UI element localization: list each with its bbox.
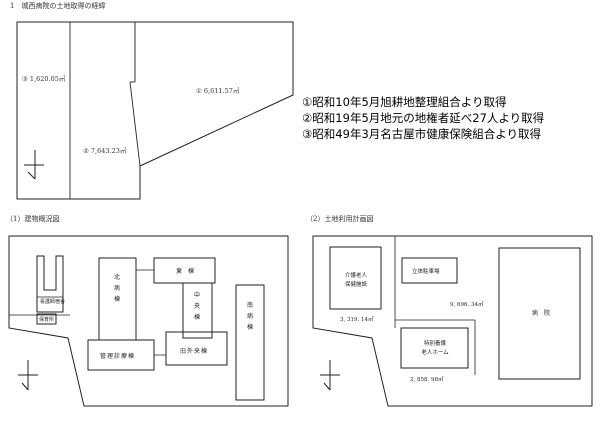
nurse-dorm-label: 看護師宿舎: [40, 299, 66, 305]
main-area: 9, 696. 34㎡: [450, 302, 484, 308]
legend-item-2: ②昭和19年5月地元の地権者延べ27人より取得: [302, 111, 545, 125]
east-wing-label: 東 棟: [176, 268, 195, 275]
care-facility-label-line1: 介護老人: [344, 273, 367, 279]
hospital-label: 病 院: [532, 310, 551, 317]
south-wing-label: 南病棟: [246, 302, 253, 331]
outpatient-label: 旧外来棟: [180, 348, 209, 355]
hospital-box: [498, 247, 581, 380]
nursing-home-label: 特別養護 老人ホーム: [418, 340, 452, 358]
nurse-dorm-shape: [36, 255, 64, 313]
nursing-home-area: 2, 858. 98㎡: [410, 377, 444, 383]
parcel-1-area: ① 6,611.57㎡: [196, 87, 240, 95]
north-mark-2: [18, 360, 38, 391]
building-overview-title: （1）建物概況図: [6, 215, 60, 223]
nursery-label: 保育所: [39, 317, 55, 323]
building-site-boundary: [8, 235, 289, 407]
nursing-home-label-line2: 老人ホーム: [421, 350, 449, 356]
care-facility-area: 3, 319. 14㎡: [340, 317, 374, 323]
north-mark: [24, 150, 44, 180]
acquisition-legend: ①昭和10年5月旭耕地整理組合より取得 ②昭和19年5月地元の地権者延べ27人よ…: [302, 94, 544, 142]
landuse-title: （2）土地利用計画図: [306, 215, 374, 223]
parking-label: 立体駐車場: [412, 269, 440, 275]
legend-item-1: ①昭和10年5月旭耕地整理組合より取得: [302, 95, 507, 109]
central-wing-box: [182, 282, 213, 339]
parking-box: [401, 257, 458, 284]
nursery-box: [36, 313, 57, 325]
section1-title: 1 城西病院の土地取得の経緯: [10, 2, 106, 10]
parcel-divider-mid: [129, 22, 141, 167]
parcel-3-area: ③ 1,620.05㎡: [22, 75, 66, 83]
legend-item-3: ③昭和49年3月名古屋市健康保険組合より取得: [302, 127, 542, 141]
care-facility-box: [329, 246, 382, 310]
nursing-home-box: [400, 327, 469, 369]
parcel-2-area: ② 7,643.23㎡: [83, 147, 127, 155]
north-wing-label: 北病棟: [113, 274, 120, 303]
south-wing-box: [235, 284, 265, 401]
care-facility-label: 介護老人 保健施設: [342, 272, 370, 290]
central-wing-label: 中央棟: [193, 292, 200, 321]
care-facility-label-line2: 保健施設: [344, 282, 367, 288]
nursing-home-label-line1: 特別養護: [423, 341, 446, 347]
admin-clinic-label: 管理診療棟: [100, 353, 136, 360]
landuse-site-boundary: [312, 235, 593, 407]
outpatient-box: [165, 331, 228, 366]
north-mark-3: [320, 360, 340, 391]
